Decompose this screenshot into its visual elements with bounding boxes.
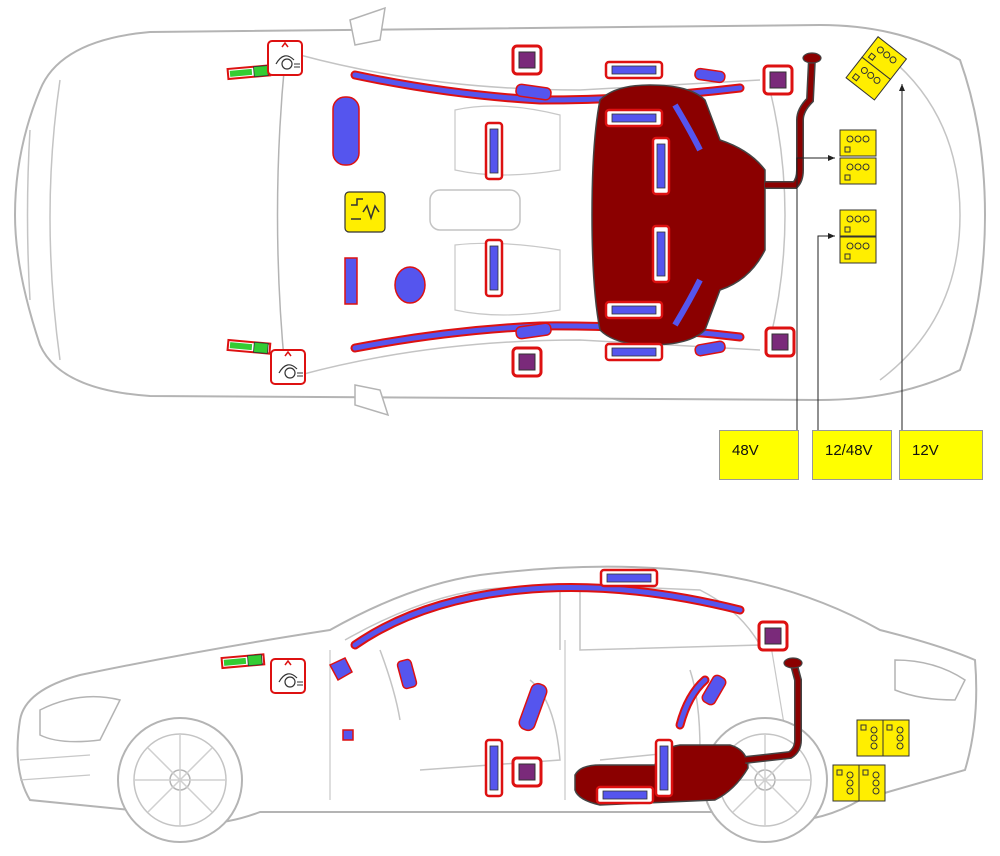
control-module-icon (764, 326, 796, 358)
airbag-icon (394, 266, 426, 304)
seat-belt-tensioner-icon (484, 121, 504, 181)
control-module-icon (762, 64, 794, 96)
seat-belt-tensioner-icon (484, 738, 504, 798)
seat-belt-tensioner-icon (604, 300, 664, 320)
seat-belt-tensioner-icon (651, 136, 671, 196)
airbag-icon (342, 729, 354, 741)
airbag-icon (332, 96, 360, 166)
airbag-icon (328, 657, 353, 682)
seat-belt-tensioner-icon (651, 224, 671, 284)
top-view (13, 6, 987, 430)
battery-icon (856, 719, 910, 757)
airbag-icon (344, 257, 358, 305)
control-module-icon (511, 756, 543, 788)
seat-belt-tensioner-icon (604, 60, 664, 80)
seat-belt-tensioner-icon (604, 342, 664, 362)
airbag-icon (694, 67, 726, 84)
top-view-body-outline (13, 23, 987, 402)
airbag-icon (515, 322, 552, 340)
leader-48v (796, 157, 835, 430)
control-module-icon (511, 44, 543, 76)
airbag-icon (694, 340, 726, 357)
seat-belt-tensioner-icon (654, 738, 674, 798)
airbag-icon (701, 674, 727, 706)
pedestrian-protection-icon (270, 349, 306, 385)
seat-belt-tensioner-icon (604, 108, 664, 128)
seat-belt-tensioner-icon (599, 568, 659, 588)
pedestrian-protection-icon (270, 658, 306, 694)
hv-disconnect-icon (344, 191, 386, 233)
pedestrian-protection-icon (267, 40, 303, 76)
fuel-tank-icon (591, 84, 766, 346)
seat-belt-tensioner-icon (484, 238, 504, 298)
label-48v: 48V (719, 430, 799, 480)
front-wheel (117, 717, 243, 843)
battery-icon (839, 209, 877, 264)
airbag-icon (515, 83, 552, 101)
airbag-icon (518, 682, 548, 732)
control-module-icon (757, 620, 789, 652)
control-module-icon (511, 346, 543, 378)
side-view (16, 565, 978, 843)
label-12-48v: 12/48V (812, 430, 892, 480)
label-12v: 12V (899, 430, 983, 480)
battery-icon (832, 764, 886, 802)
seat-belt-tensioner-icon (595, 785, 655, 805)
airbag-icon (396, 658, 418, 690)
